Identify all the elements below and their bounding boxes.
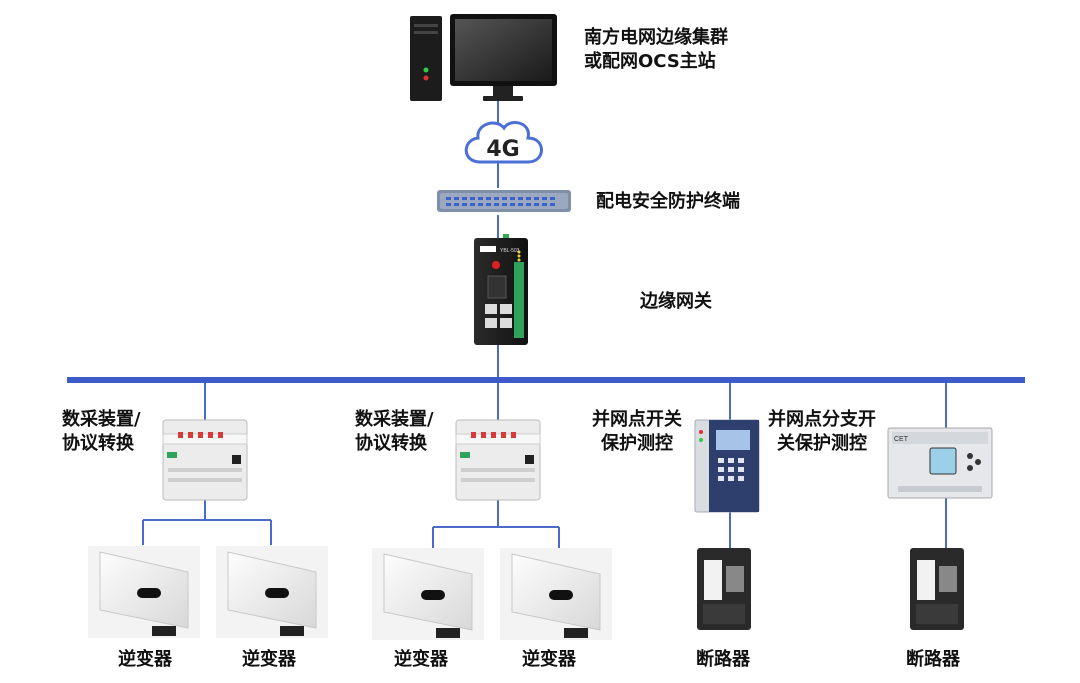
branch-protection-label-line2: 关保护测控 <box>777 433 867 454</box>
inverter-device-2 <box>216 546 328 638</box>
desktop-computer-icon <box>410 14 557 101</box>
collector-2-label-line2: 协议转换 <box>355 433 427 454</box>
branch-protection-label: 并网点分支开 关保护测控 <box>768 408 876 456</box>
edge-gateway-device <box>474 234 528 345</box>
relay-brand-badge: CET <box>894 436 909 443</box>
branch-protection-label-line1: 并网点分支开 <box>768 409 876 430</box>
collector-1-label-line2: 协议转换 <box>62 433 134 454</box>
inverter-label-2: 逆变器 <box>242 649 296 670</box>
breaker-label-1: 断路器 <box>696 649 750 670</box>
circuit-breaker-device-2 <box>910 548 964 630</box>
4g-cloud-icon <box>464 121 543 164</box>
collector-1-label-line1: 数采装置/ <box>62 409 141 430</box>
branch-protection-relay-device <box>887 427 993 499</box>
main-bus-line <box>67 377 1025 383</box>
grid-protection-relay-device <box>694 419 760 513</box>
inverter-device-1 <box>88 546 200 638</box>
security-terminal-device <box>437 190 571 212</box>
connection-lines <box>142 100 947 548</box>
inverter-label-4: 逆变器 <box>522 649 576 670</box>
collector-2-label-line1: 数采装置/ <box>355 409 434 430</box>
breaker-label-2: 断路器 <box>906 649 960 670</box>
gateway-model-badge: YBL-503 <box>500 248 520 254</box>
data-collector-device-2 <box>455 419 541 501</box>
inverter-label-3: 逆变器 <box>394 649 448 670</box>
inverter-device-4 <box>500 548 612 640</box>
inverter-label-1: 逆变器 <box>118 649 172 670</box>
grid-protection-label: 并网点开关 保护测控 <box>592 408 682 456</box>
inverter-device-3 <box>372 548 484 640</box>
data-collector-device-1 <box>162 419 248 501</box>
circuit-breaker-device-1 <box>697 548 751 630</box>
collector-2-label: 数采装置/ 协议转换 <box>355 408 434 456</box>
grid-protection-label-line2: 保护测控 <box>601 433 673 454</box>
cloud-4g-label: 4G <box>486 137 519 162</box>
switch-ports <box>446 197 555 206</box>
collector-1-label: 数采装置/ 协议转换 <box>62 408 141 456</box>
master-station-label-line1: 南方电网边缘集群 <box>584 27 728 48</box>
master-station-label-line2: 或配网OCS主站 <box>584 51 716 72</box>
security-terminal-label: 配电安全防护终端 <box>596 191 740 212</box>
edge-gateway-label: 边缘网关 <box>640 291 712 312</box>
master-station-label: 南方电网边缘集群 或配网OCS主站 <box>584 26 728 74</box>
grid-protection-label-line1: 并网点开关 <box>592 409 682 430</box>
